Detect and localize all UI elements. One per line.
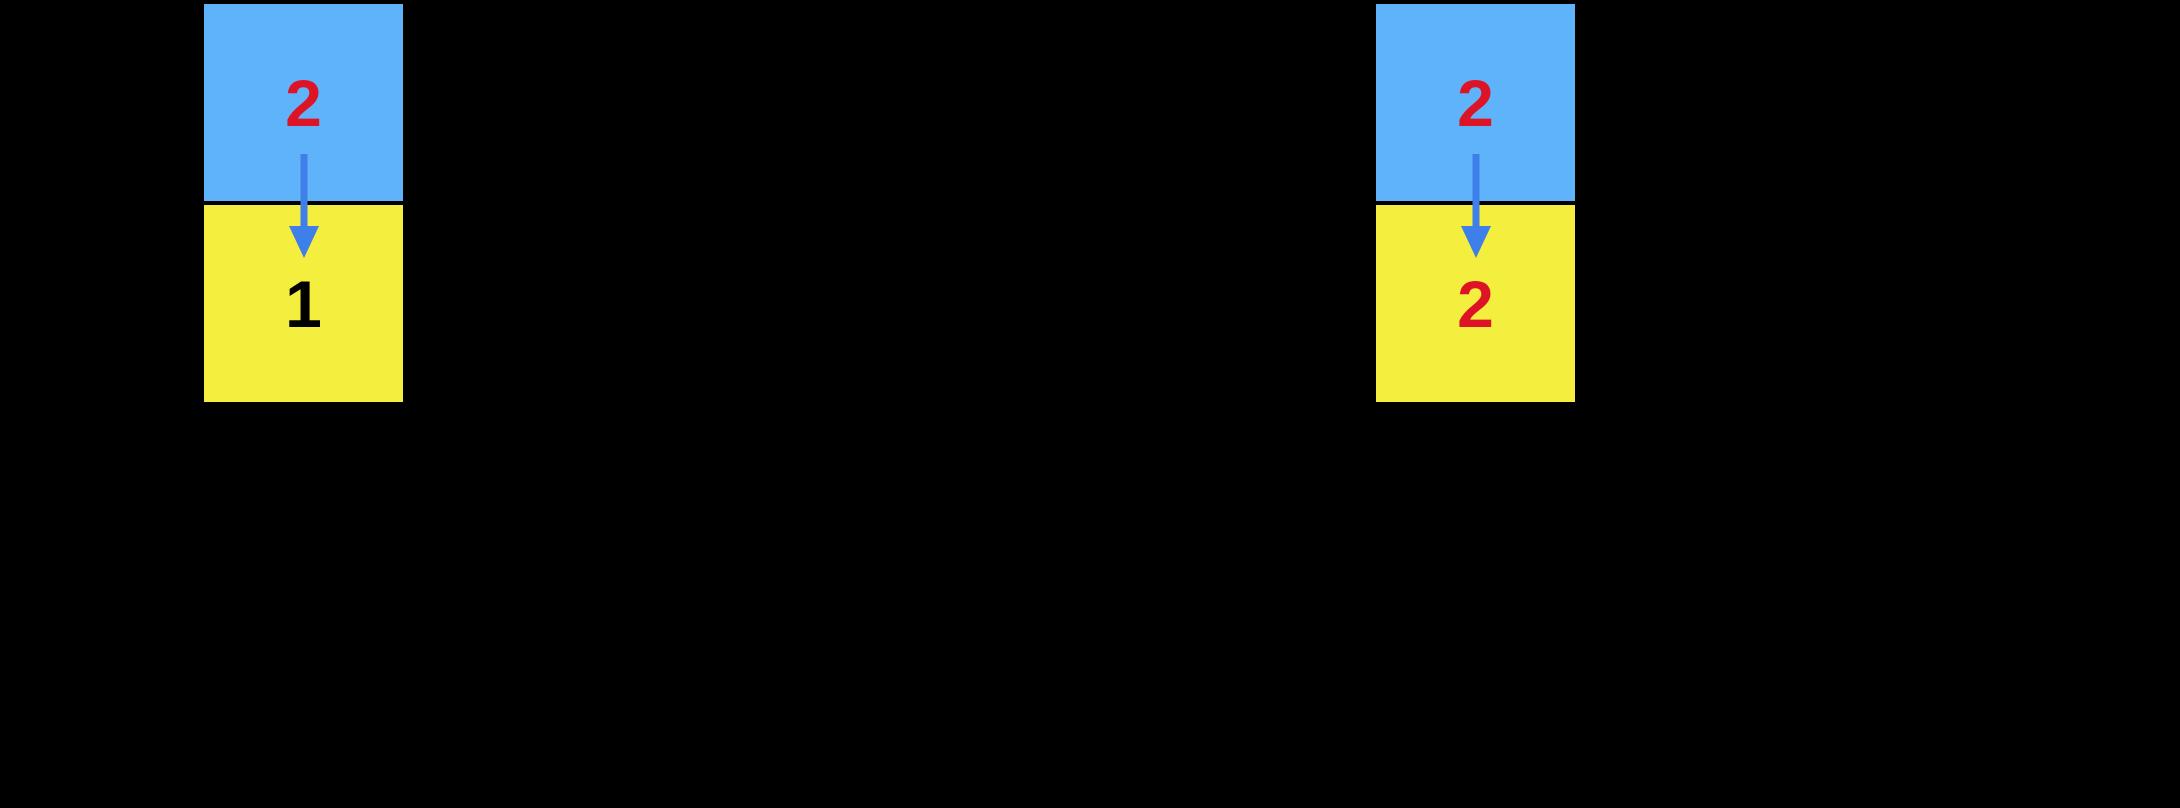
bottom-box-right-value: 2 (1457, 266, 1494, 341)
bottom-box-left-value: 1 (285, 266, 322, 341)
value-stack-right: 2 2 (1376, 4, 1575, 402)
value-stack-left: 2 1 (204, 4, 403, 402)
top-box-right-value: 2 (1457, 65, 1494, 140)
top-box-left: 2 (204, 4, 403, 201)
bottom-box-right: 2 (1376, 205, 1575, 402)
top-box-right: 2 (1376, 4, 1575, 201)
bottom-box-left: 1 (204, 205, 403, 402)
top-box-left-value: 2 (285, 65, 322, 140)
